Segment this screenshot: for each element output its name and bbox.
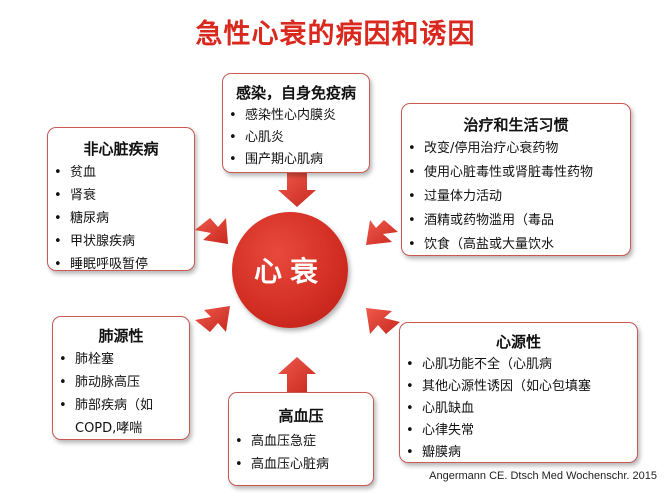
box-hypertension-heading: 高血压: [278, 407, 324, 425]
arrow-left-bottom: [195, 306, 230, 332]
list-item: 心肌缺血: [400, 398, 637, 420]
center-label: 心衰: [253, 255, 326, 288]
list-item: 酒精或药物滥用（毒品: [402, 209, 630, 233]
list-item: 肺栓塞: [53, 348, 189, 371]
arrow-right-bottom: [366, 308, 400, 334]
list-item: 使用心脏毒性或肾脏毒性药物: [402, 161, 630, 185]
list-item-continued: COPD,哮喘: [75, 421, 143, 436]
arrow-right-top: [366, 220, 398, 245]
list-item: 瓣膜病: [400, 442, 637, 464]
box-cardiac-heading: 心源性: [495, 333, 541, 351]
arrow-top: [278, 172, 316, 207]
list-item: 高血压急症: [229, 430, 373, 453]
box-pulmonary-heading: 肺源性: [98, 327, 144, 345]
list-item: 过量体力活动: [402, 185, 630, 209]
page-title: 急性心衰的病因和诱因: [195, 19, 476, 50]
list-item: 贫血: [48, 161, 194, 184]
box-infection-heading: 感染，自身免疫病: [235, 84, 356, 102]
box-treatment-heading: 治疗和生活习惯: [463, 116, 569, 134]
list-item: 心律失常: [400, 420, 637, 442]
box-treatment-lifestyle: 治疗和生活习惯 改变/停用治疗心衰药物 使用心脏毒性或肾脏毒性药物 过量体力活动…: [401, 103, 631, 257]
citation: Angermann CE. Dtsch Med Wochenschr. 2015: [429, 470, 657, 482]
list-item: 心肌功能不全（心肌病: [400, 354, 637, 376]
list-item: 围产期心肌病: [223, 149, 369, 171]
box-non-cardiac: 非心脏疾病 贫血 肾衰 糖尿病 甲状腺疾病 睡眠呼吸暂停: [47, 127, 195, 276]
arrow-left-top: [195, 218, 228, 244]
list-item: 甲状腺疾病: [48, 230, 194, 253]
list-item: 高血压心脏病: [229, 453, 373, 476]
box-infection: 感染，自身免疫病 感染性心内膜炎 心肌炎 围产期心肌病: [222, 73, 370, 173]
box-non-cardiac-heading: 非心脏疾病: [83, 140, 159, 158]
list-item: 感染性心内膜炎: [223, 105, 369, 127]
list-item: 糖尿病: [48, 207, 194, 230]
box-cardiac: 心源性 心肌功能不全（心肌病 其他心源性诱因（如心包填塞 心肌缺血 心律失常 瓣…: [399, 322, 638, 464]
center-circle: 心衰: [232, 212, 348, 328]
list-item: 改变/停用治疗心衰药物: [402, 137, 630, 161]
list-item: 其他心源性诱因（如心包填塞: [400, 376, 637, 398]
list-item: 肾衰: [48, 184, 194, 207]
list-item: 睡眠呼吸暂停: [48, 253, 194, 276]
box-pulmonary: 肺源性 肺栓塞 肺动脉高压 肺部疾病（如 COPD,哮喘: [52, 316, 190, 440]
list-item: 肺动脉高压: [53, 371, 189, 394]
list-item: 心肌炎: [223, 127, 369, 149]
list-item: 饮食（高盐或大量饮水: [402, 233, 630, 257]
list-item: 肺部疾病（如: [53, 394, 189, 417]
arrow-bottom: [278, 357, 316, 392]
box-hypertension: 高血压 高血压急症 高血压心脏病: [228, 392, 374, 486]
